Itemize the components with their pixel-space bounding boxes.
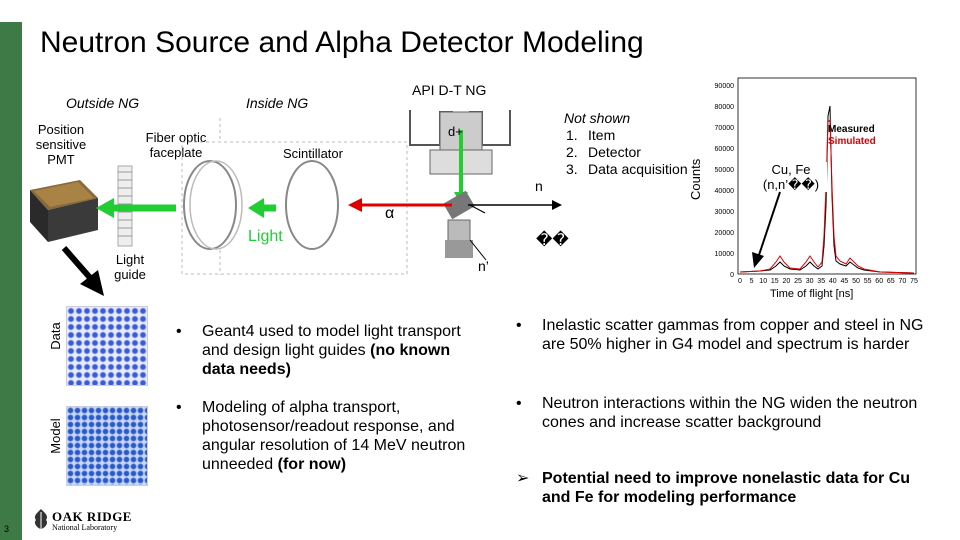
left-accent-bar	[0, 22, 22, 540]
scintillator-lens	[285, 160, 339, 250]
x-tick-label: 35	[817, 278, 825, 285]
annotation-arrow	[752, 191, 781, 268]
scintillator-label: Scintillator	[283, 146, 343, 161]
chart-annotation: Cu, Fe (n,n’��)	[755, 162, 827, 192]
y-tick-label: 40000	[715, 188, 735, 195]
data-axis-label-wrap: Data	[46, 298, 66, 374]
bullet-item: • Geant4 used to model light transport a…	[176, 323, 461, 378]
inside-ng-label: Inside NG	[246, 95, 309, 111]
y-tick-label: 30000	[715, 209, 735, 216]
bullet-item: • Inelastic scatter gammas from copper a…	[516, 317, 924, 353]
x-tick-label: 40	[829, 278, 837, 285]
neutron-generator	[409, 110, 511, 258]
alpha-label: α	[385, 205, 395, 222]
y-tick-label: 80000	[715, 104, 735, 111]
model-axis-label-wrap: Model	[46, 398, 66, 474]
x-tick-label: 30	[806, 278, 814, 285]
legend-simulated: Simulated	[828, 136, 876, 147]
x-tick-label: 65	[887, 278, 895, 285]
x-tick-label: 15	[771, 278, 779, 285]
y-tick-label: 20000	[715, 230, 735, 237]
arrow-bullet-item: ➢ Potential need to improve nonelastic d…	[516, 470, 911, 506]
light-guide-lens	[183, 160, 237, 250]
x-tick-label: 55	[864, 278, 872, 285]
not-shown-item: 3.Data acquisition	[566, 161, 688, 177]
oak-leaf-icon	[34, 509, 48, 529]
x-tick-label: 60	[875, 278, 883, 285]
api-ng-label: API D-T NG	[412, 82, 487, 98]
x-tick-label: 5	[750, 278, 754, 285]
not-shown-item: 2.Detector	[566, 144, 641, 160]
outside-ng-label: Outside NG	[66, 95, 140, 111]
logo-line1: OAK RIDGE	[52, 509, 132, 524]
bullet-item: • Modeling of alpha transport, photosens…	[176, 399, 466, 473]
not-shown-item: 1.Item	[566, 127, 616, 143]
x-tick-label: 10	[759, 278, 767, 285]
y-tick-label: 0	[730, 272, 734, 279]
light-label: Light	[248, 228, 283, 245]
light-guide-label: Light guide	[114, 252, 146, 282]
model-image	[66, 406, 148, 486]
y-tick-label: 90000	[715, 83, 735, 90]
x-tick-label: 0	[738, 278, 742, 285]
data-image	[66, 306, 148, 386]
data-axis-label: Data	[48, 322, 63, 350]
pmt-icon	[30, 180, 98, 242]
pmt-down-arrow	[61, 246, 95, 282]
fiber-faceplate-label: Fiber optic faceplate	[145, 130, 207, 160]
x-tick-label: 75	[910, 278, 918, 285]
pmt-label: Position sensitive PMT	[35, 122, 87, 167]
y-tick-label: 60000	[715, 146, 735, 153]
n-label: n	[535, 178, 543, 194]
bullet-item: • Neutron interactions within the NG wid…	[516, 395, 918, 431]
x-tick-label: 45	[841, 278, 849, 285]
x-tick-label: 70	[899, 278, 907, 285]
logo-line2: National Laboratory	[52, 523, 118, 532]
model-axis-label: Model	[48, 418, 63, 454]
x-tick-label: 25	[794, 278, 802, 285]
y-tick-label: 70000	[715, 125, 735, 132]
unknown-glyphs: ��	[536, 232, 569, 249]
dplus-label: d+	[448, 124, 463, 139]
chart-xlabel: Time of flight [ns]	[770, 288, 854, 300]
not-shown-list: Not shown 1.Item 2.Detector 3.Data acqui…	[562, 110, 688, 178]
n-prime-label: n’	[478, 258, 489, 274]
not-shown-heading: Not shown	[564, 110, 631, 126]
x-tick-label: 50	[852, 278, 860, 285]
page-number: 3	[4, 524, 10, 534]
tof-chart: 90000 80000 70000 60000 50000 40000 30000 20000…	[715, 77, 918, 285]
y-tick-label: 10000	[715, 251, 735, 258]
chart-legend: Measured Simulated	[828, 124, 876, 148]
n-prime-arrow	[469, 239, 487, 261]
slide-title: Neutron Source and Alpha Detector Modeli…	[40, 26, 644, 59]
y-tick-label: 50000	[715, 167, 735, 174]
x-tick-label: 20	[783, 278, 791, 285]
legend-measured: Measured	[828, 124, 875, 135]
